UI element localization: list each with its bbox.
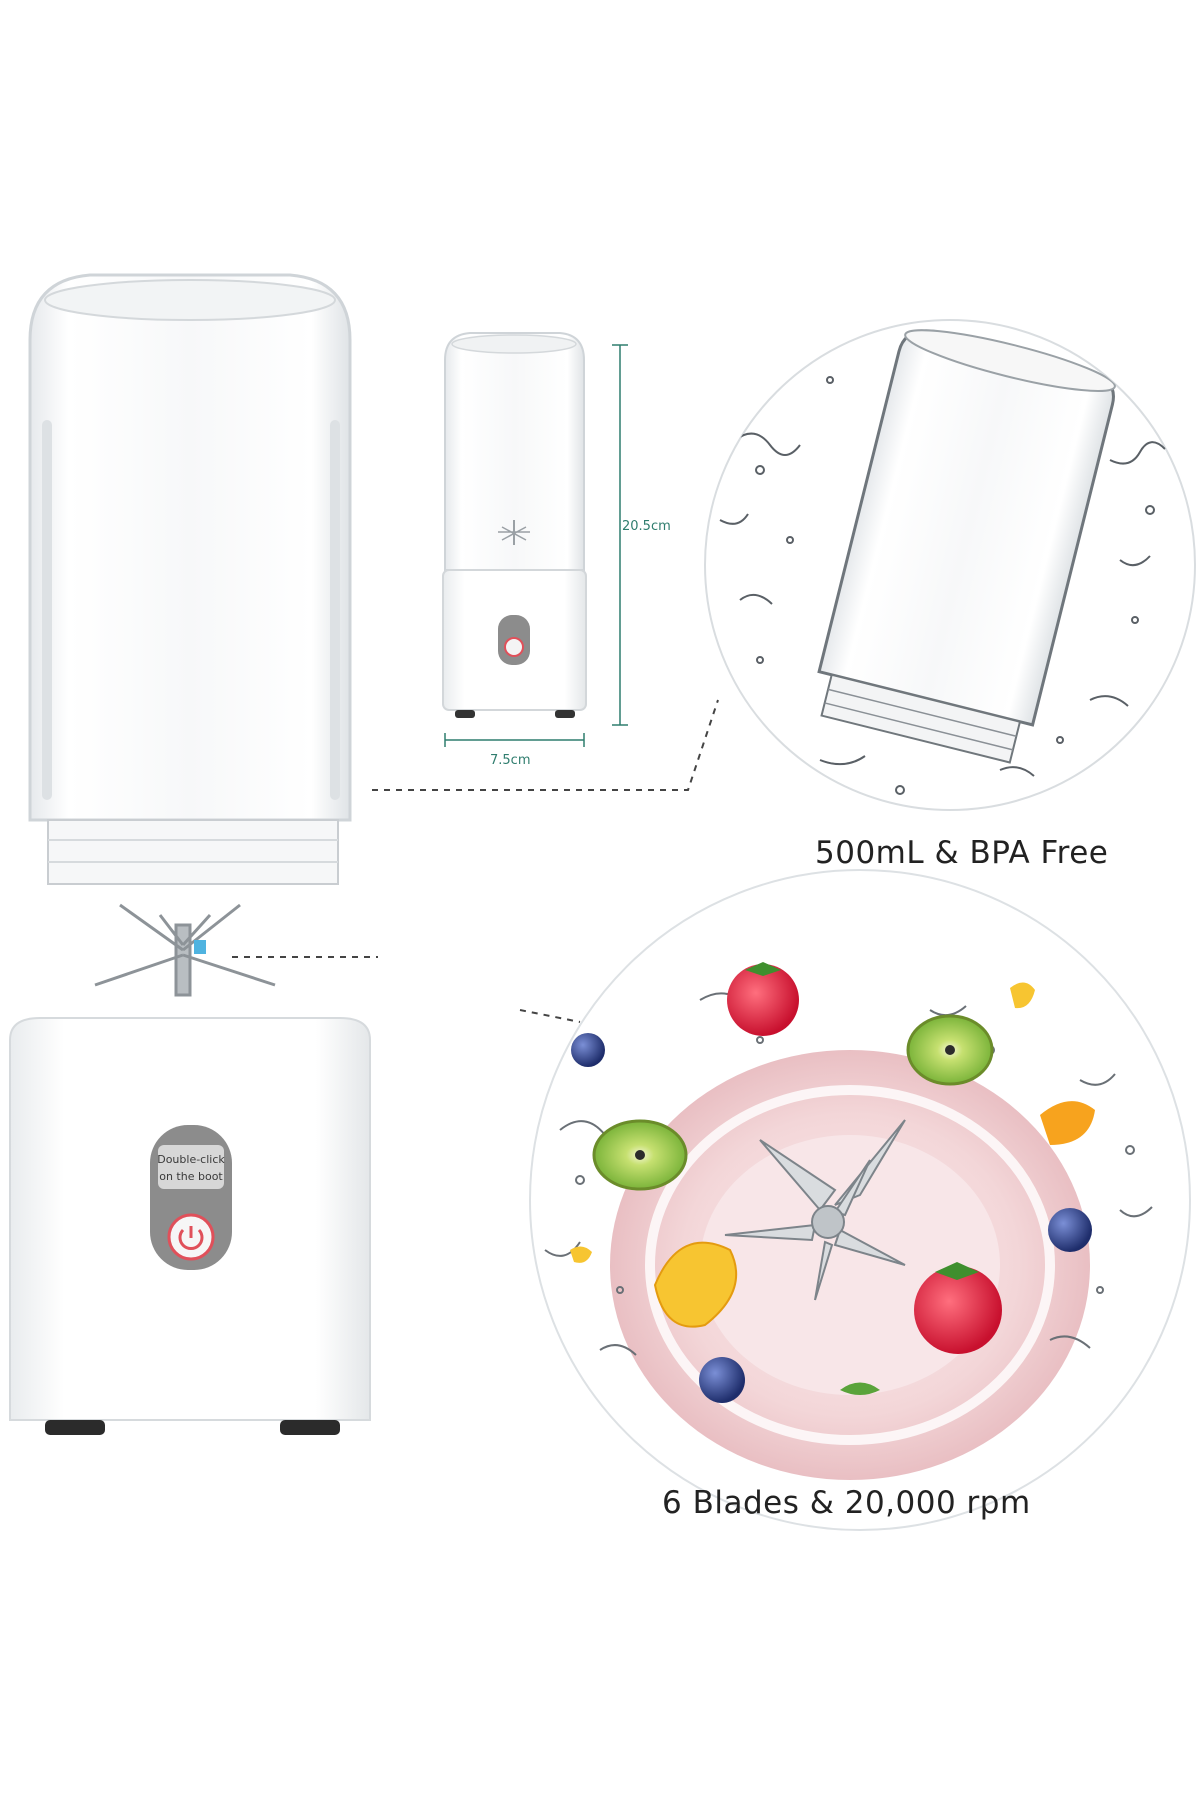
button-label-line-2: on the boot [159,1170,223,1183]
glass-cup-splash [704,319,1196,811]
blades-caption: 6 Blades & 20,000 rpm [662,1485,1031,1521]
motor-base [9,1017,371,1435]
fruit-pieces [570,962,1095,1403]
height-dimension-line [612,344,628,726]
button-label-line-1: Double-click [157,1153,225,1166]
large-jar [28,273,352,885]
blades-fruit-splash [529,869,1191,1531]
blade-assembly [94,903,276,997]
height-dimension-label: 20.5cm [622,519,671,534]
water-splash-top [719,376,1166,795]
blade-star [724,1119,906,1301]
width-dimension-line [444,733,585,747]
capacity-caption: 500mL & BPA Free [815,835,1109,871]
small-blender [442,332,587,718]
callout-lines [232,699,719,1023]
width-dimension-label: 7.5cm [490,753,531,768]
